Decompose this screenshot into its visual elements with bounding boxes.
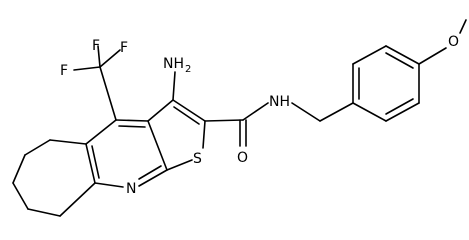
- atom-amide-nh: NH: [269, 94, 290, 110]
- bond-c8-c9: [12, 182, 29, 210]
- bond-c3-c2: [172, 99, 206, 122]
- structure-canvas: F F F NH 2 NH O N S O: [12, 19, 467, 217]
- atom-ring-s: S: [193, 151, 202, 167]
- bond-ar-6: [352, 102, 387, 122]
- bond-c5a-c6: [49, 139, 87, 145]
- bond-n-c7a: [138, 169, 168, 187]
- bond-c7-c8: [12, 154, 26, 184]
- atom-amino-subscript: 2: [185, 64, 191, 75]
- bonds: [12, 19, 467, 217]
- atom-labels: F F F NH 2 NH O N S O: [60, 34, 459, 197]
- bond-c9a-n: [94, 182, 124, 188]
- atom-amino-n: NH: [163, 56, 184, 72]
- bond-c3-c2-inner: [173, 106, 200, 125]
- atom-f-right: F: [120, 40, 128, 56]
- molecule-structure: F F F NH 2 NH O N S O: [12, 19, 467, 217]
- bond-c2-s: [202, 120, 206, 149]
- bond-ch2-aryl: [319, 102, 354, 122]
- bond-c4a-c3: [147, 99, 174, 122]
- bond-c10-c9a: [59, 182, 96, 217]
- bond-c9-c10: [27, 208, 61, 217]
- bond-c2-carbonyl: [204, 119, 244, 122]
- bond-c4-c4a: [115, 119, 149, 122]
- bond-ar-2: [352, 45, 387, 65]
- bond-o-ch3: [459, 19, 467, 34]
- bond-ar-5-inner: [385, 98, 414, 115]
- bond-c4-cf3: [99, 66, 117, 121]
- bond-ar-o: [418, 47, 447, 65]
- bond-c5a-c9a: [85, 143, 96, 184]
- bond-c5a-c9a-inner: [91, 145, 100, 179]
- bond-c7a-c4a: [147, 120, 168, 171]
- bond-c6-c7: [24, 139, 51, 156]
- bond-nh-ch2: [291, 102, 321, 122]
- bond-ar-5: [385, 102, 420, 122]
- bond-s-c7a: [166, 159, 193, 171]
- bond-ar-3-inner: [385, 52, 414, 69]
- atom-f-top: F: [92, 38, 100, 54]
- bond-c4-c5a: [85, 119, 117, 145]
- bond-n-c7a-inner: [138, 165, 162, 180]
- atom-ether-o: O: [448, 34, 459, 50]
- atom-f-left: F: [60, 63, 68, 79]
- atom-carbonyl-o: O: [237, 150, 248, 166]
- bond-cf3-f-top: [97, 45, 101, 68]
- bond-cf3-f-right: [99, 49, 121, 68]
- atom-ring-n: N: [126, 181, 136, 197]
- bond-ar-3: [385, 45, 420, 65]
- bond-cf3-f-left: [73, 66, 101, 71]
- bond-carbonyl-nh: [242, 102, 269, 121]
- bond-c3-nh2: [172, 71, 176, 101]
- bond-c4-c4a-inner: [118, 125, 146, 128]
